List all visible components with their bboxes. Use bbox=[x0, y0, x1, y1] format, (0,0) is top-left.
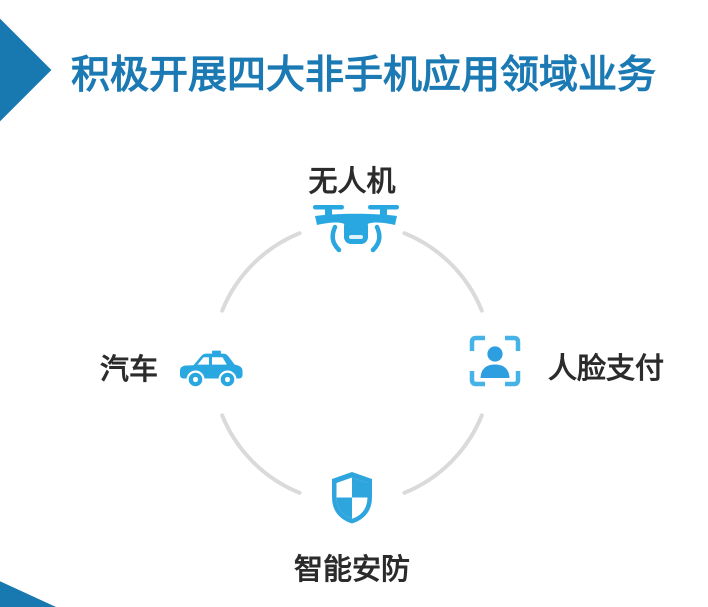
car-icon bbox=[180, 350, 243, 389]
label-smart-security: 智能安防 bbox=[293, 552, 411, 586]
label-drone: 无人机 bbox=[308, 164, 396, 198]
face-scan-icon bbox=[469, 335, 521, 387]
label-car: 汽车 bbox=[99, 352, 158, 386]
shield-check-icon bbox=[332, 472, 372, 524]
label-face-payment: 人脸支付 bbox=[548, 351, 665, 385]
page-title: 积极开展四大非手机应用领域业务 bbox=[71, 53, 657, 98]
drone-icon bbox=[313, 205, 399, 253]
